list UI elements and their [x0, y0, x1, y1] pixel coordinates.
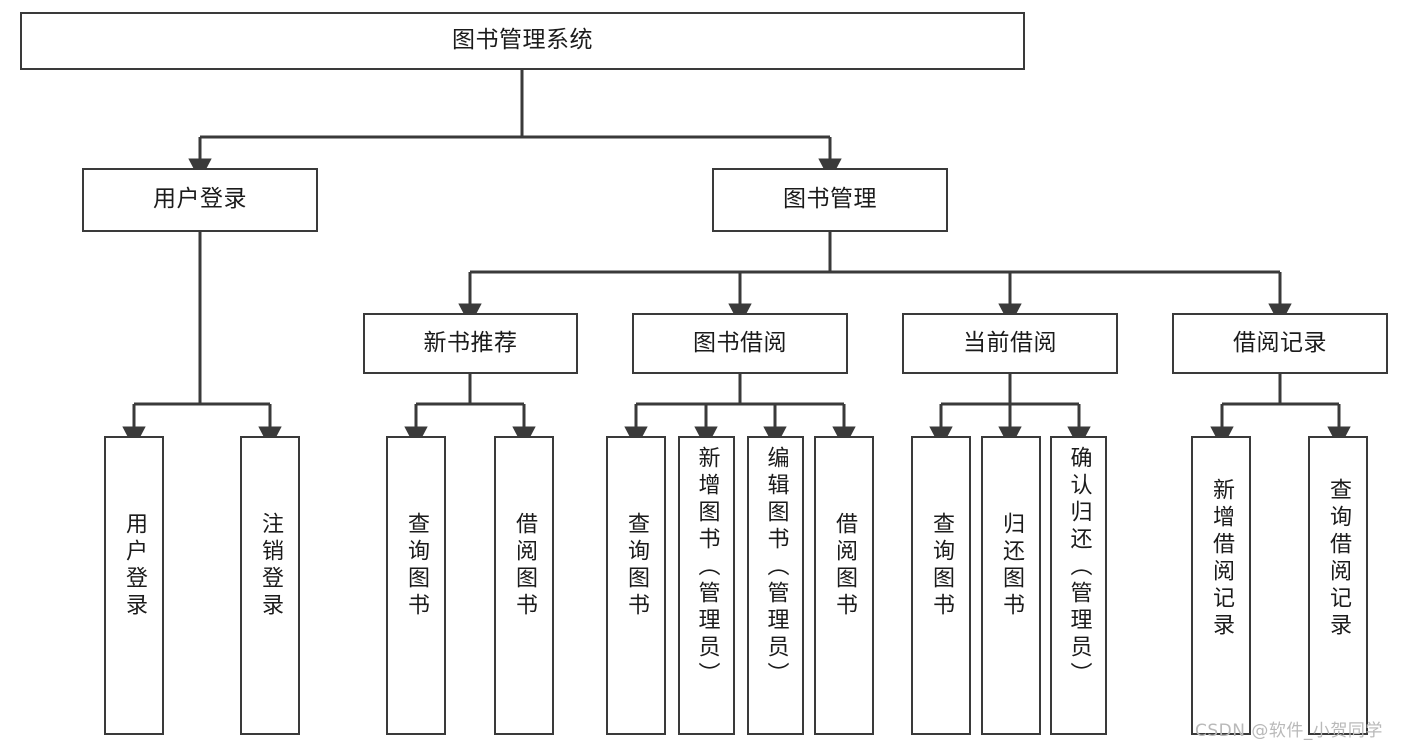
node-user-login[interactable]: 用户登录 — [82, 168, 318, 232]
node-borrow-record-label: 借阅记录 — [1233, 329, 1327, 356]
node-leaf-user-login[interactable]: 用户登录 — [104, 436, 164, 735]
node-leaf-query-book-b-label: 查询图书 — [624, 512, 649, 620]
node-leaf-query-book-b[interactable]: 查询图书 — [606, 436, 666, 735]
node-new-book-rec[interactable]: 新书推荐 — [363, 313, 578, 374]
node-leaf-confirm-return-label: 确认归还（管理员） — [1066, 446, 1092, 689]
node-user-login-label: 用户登录 — [153, 186, 247, 213]
node-root[interactable]: 图书管理系统 — [20, 12, 1025, 70]
node-leaf-query-record[interactable]: 查询借阅记录 — [1308, 436, 1368, 735]
node-new-book-rec-label: 新书推荐 — [423, 329, 518, 356]
node-leaf-edit-book-label: 编辑图书（管理员） — [763, 446, 789, 689]
node-book-mgmt[interactable]: 图书管理 — [712, 168, 948, 232]
node-leaf-user-login-label: 用户登录 — [122, 512, 147, 620]
node-leaf-borrow-book-a-label: 借阅图书 — [512, 512, 537, 620]
node-current-borrow-label: 当前借阅 — [963, 329, 1057, 356]
node-leaf-query-book-c[interactable]: 查询图书 — [911, 436, 971, 735]
node-leaf-query-record-label: 查询借阅记录 — [1326, 478, 1351, 640]
node-borrow-record[interactable]: 借阅记录 — [1172, 313, 1388, 374]
node-book-borrow[interactable]: 图书借阅 — [632, 313, 848, 374]
node-leaf-borrow-book-b[interactable]: 借阅图书 — [814, 436, 874, 735]
node-leaf-add-record[interactable]: 新增借阅记录 — [1191, 436, 1251, 735]
csdn-watermark: CSDN @软件_小贺同学 — [1195, 721, 1383, 741]
node-leaf-borrow-book-b-label: 借阅图书 — [832, 512, 857, 620]
node-leaf-query-book-a[interactable]: 查询图书 — [386, 436, 446, 735]
node-current-borrow[interactable]: 当前借阅 — [902, 313, 1118, 374]
node-leaf-borrow-book-a[interactable]: 借阅图书 — [494, 436, 554, 735]
node-book-mgmt-label: 图书管理 — [783, 186, 877, 213]
node-leaf-logout-label: 注销登录 — [258, 512, 283, 620]
node-root-label: 图书管理系统 — [452, 27, 593, 54]
node-leaf-add-book[interactable]: 新增图书（管理员） — [678, 436, 735, 735]
node-leaf-confirm-return[interactable]: 确认归还（管理员） — [1050, 436, 1107, 735]
node-book-borrow-label: 图书借阅 — [693, 329, 787, 356]
node-leaf-return-book[interactable]: 归还图书 — [981, 436, 1041, 735]
node-leaf-query-book-c-label: 查询图书 — [929, 512, 954, 620]
node-leaf-edit-book[interactable]: 编辑图书（管理员） — [747, 436, 804, 735]
node-leaf-add-book-label: 新增图书（管理员） — [694, 446, 720, 689]
node-leaf-add-record-label: 新增借阅记录 — [1209, 478, 1234, 640]
node-leaf-query-book-a-label: 查询图书 — [404, 512, 429, 620]
node-leaf-logout[interactable]: 注销登录 — [240, 436, 300, 735]
node-leaf-return-book-label: 归还图书 — [999, 512, 1024, 620]
